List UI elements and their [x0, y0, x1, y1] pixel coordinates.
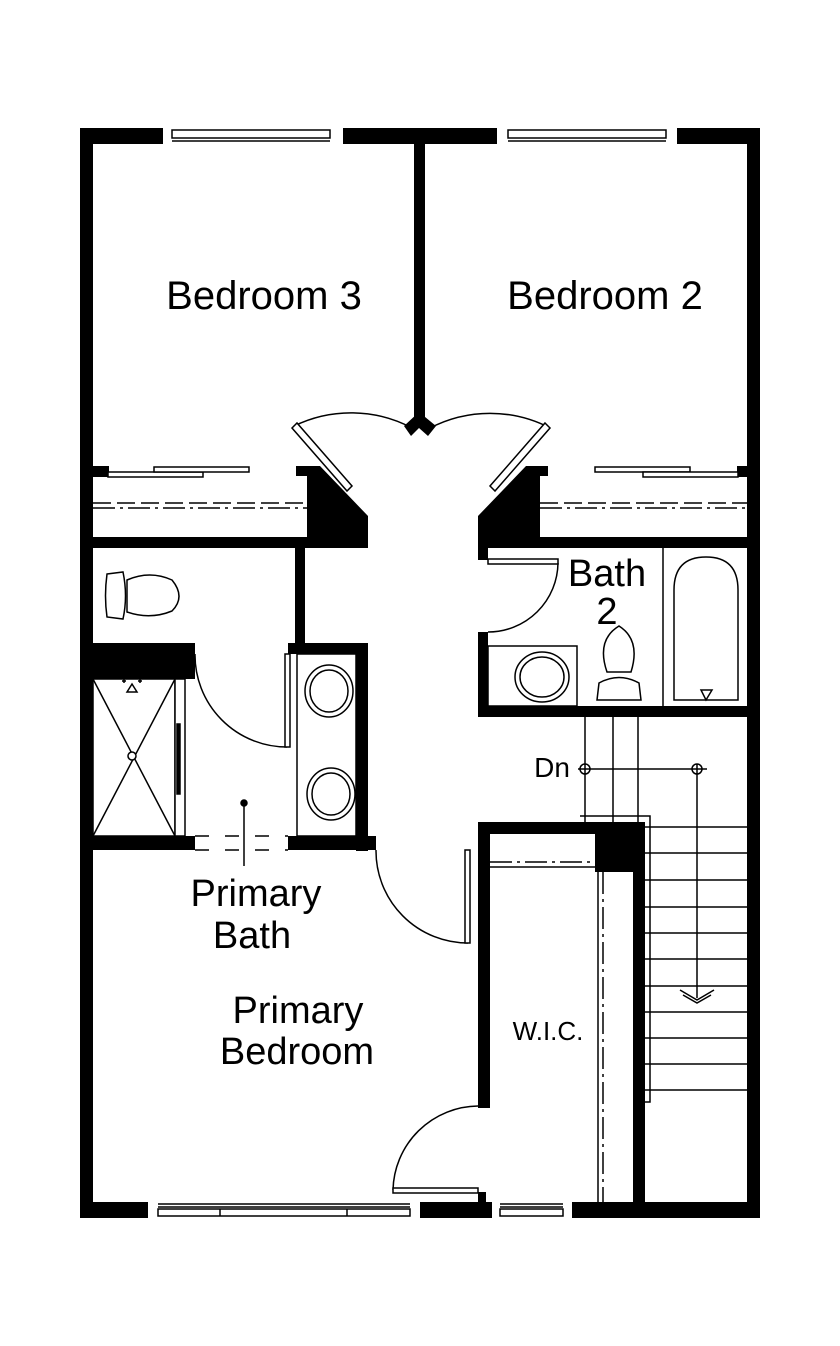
doors: [194, 412, 559, 1194]
room-label-bath-2-line1: Bath: [568, 553, 646, 595]
room-label-bath-2-line2: 2: [596, 591, 617, 633]
room-label-primary-bath-line2: Bath: [213, 915, 291, 957]
room-label-bedroom-3: Bedroom 3: [166, 274, 362, 318]
stair-treads: [645, 826, 747, 1091]
room-label-primary-bedroom-line2: Bedroom: [220, 1031, 374, 1073]
room-label-primary-bedroom-line1: Primary: [233, 990, 364, 1032]
sink-icon: [487, 645, 578, 707]
fixtures: [92, 548, 739, 837]
shower-icon: [92, 678, 186, 837]
stairs: [578, 717, 747, 1103]
bottom-windows: [148, 1192, 572, 1220]
room-label-bedroom-2: Bedroom 2: [507, 274, 703, 318]
sink-icon: [296, 653, 357, 837]
toilet-icon: [596, 625, 642, 701]
room-labels: Bedroom 3 Bedroom 2 Bath 2 Primary Bath …: [166, 274, 703, 1073]
toilet-icon: [104, 571, 180, 620]
room-label-wic: W.I.C.: [513, 1016, 584, 1046]
top-windows: [163, 126, 677, 146]
bathtub-icon: [662, 548, 739, 706]
interior-walls: [93, 140, 749, 1202]
room-label-primary-bath-line1: Primary: [191, 873, 322, 915]
closets: [93, 466, 748, 1202]
stairs-down-label: Dn: [534, 752, 570, 783]
cased-opening: [195, 799, 288, 866]
